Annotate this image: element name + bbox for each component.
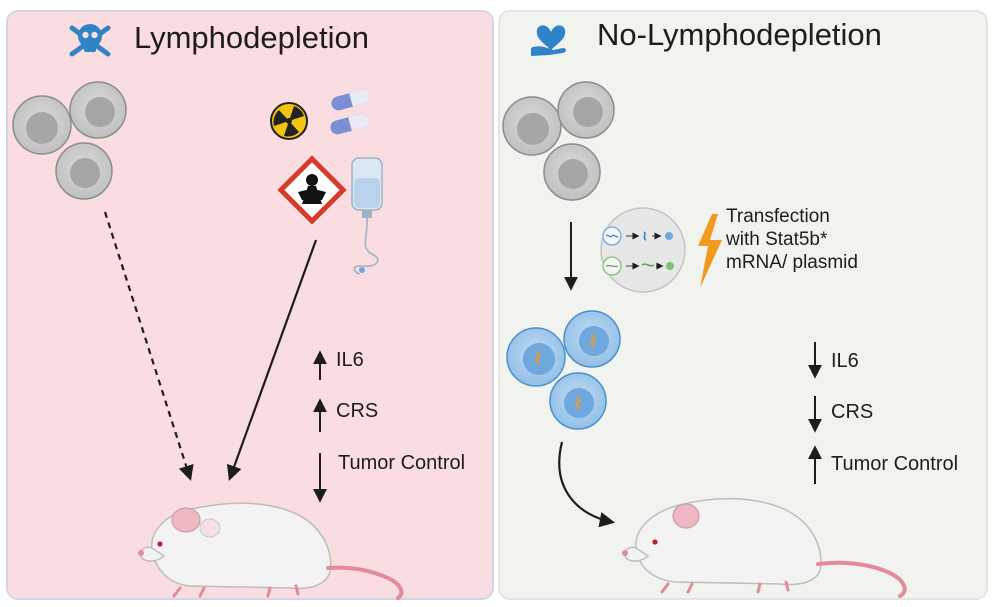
treatment-arrow xyxy=(226,239,318,481)
radiation-icon xyxy=(270,102,308,140)
right-effect-il6: IL6 xyxy=(831,350,859,372)
transfection-note: Transfection with Stat5b* mRNA/ plasmid xyxy=(726,205,858,274)
lightning-bolt-icon xyxy=(698,214,722,288)
left-panel-title: Lymphodepletion xyxy=(134,20,369,55)
mouse-icon xyxy=(138,502,404,600)
transfection-note-line: Transfection xyxy=(726,206,830,227)
left-effect-il6: IL6 xyxy=(336,349,364,371)
skull-crossbones-icon xyxy=(69,24,111,57)
transfection-note-line: mRNA/ plasmid xyxy=(726,252,858,273)
iv-bag-icon xyxy=(351,157,383,275)
transfection-schematic xyxy=(600,207,686,293)
gray-cell xyxy=(543,143,601,201)
gray-cell xyxy=(69,81,127,139)
infusion-arrow xyxy=(558,441,616,528)
right-effect-tumor-control: Tumor Control xyxy=(831,453,959,475)
gray-cell xyxy=(502,96,562,156)
health-hazard-icon xyxy=(277,155,347,225)
transfection-note-line: with Stat5b* xyxy=(726,229,828,250)
right-effect-crs: CRS xyxy=(831,401,874,423)
gray-cell xyxy=(557,81,615,139)
dashed-arrow xyxy=(103,211,194,481)
right-panel-title: No-Lymphodepletion xyxy=(597,17,882,52)
blue-cell xyxy=(549,372,607,430)
left-effect-crs: CRS xyxy=(336,400,379,422)
blue-cell xyxy=(506,327,566,387)
blue-cell xyxy=(563,310,621,368)
hand-heart-icon xyxy=(531,25,566,56)
left-effect-tumor-control: Tumor Control xyxy=(338,452,466,474)
pills-icon xyxy=(330,89,371,135)
mouse-icon xyxy=(622,497,907,598)
gray-cell xyxy=(55,142,113,200)
gray-cell xyxy=(12,95,72,155)
